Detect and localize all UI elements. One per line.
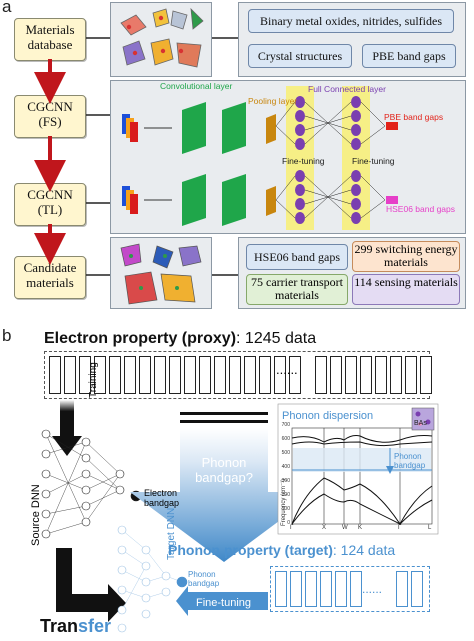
conv-layer-1-bottom — [182, 174, 206, 226]
phonon-title: Phonon property (target) — [168, 542, 333, 558]
phonon-bandgap-question: Phonon bandgap? — [195, 455, 253, 485]
conv-layer-2-bottom — [222, 174, 246, 226]
candidate-hse06: HSE06 band gaps — [246, 244, 348, 270]
phonon-bandgap-label: Phonon bandgap — [188, 570, 220, 588]
panel-b-letter: b — [2, 326, 12, 345]
crystal-structure-icons — [120, 7, 204, 68]
pool-layer-label: Pooling layer — [248, 96, 298, 106]
conv-layer-1-top — [182, 102, 206, 154]
phonon-count: : 124 data — [332, 542, 396, 558]
stack-bar-1 — [180, 412, 268, 415]
pbe-output-marker — [386, 122, 398, 130]
db-item-pbe-band-gaps: PBE band gaps — [362, 44, 456, 68]
candidate-sensing: 114 sensing materials — [352, 274, 460, 305]
pool-layer-bottom — [266, 186, 276, 216]
panel-a-letter: a — [2, 0, 12, 16]
electron-title: Electron property (proxy) — [44, 330, 237, 347]
transfer-arrow — [56, 548, 126, 622]
stack-bar-2 — [180, 420, 268, 423]
dispersion-curves — [291, 435, 433, 525]
electron-bandgap-label: Electron bandgap — [144, 488, 180, 508]
step-cgcnn-tl: CGCNN (TL) — [14, 183, 86, 226]
finetune-label-1: Fine-tuning — [282, 156, 325, 166]
crystal-images-bottom — [110, 237, 212, 309]
hse-output-marker — [386, 196, 398, 204]
pool-layer-top — [266, 114, 276, 144]
target-dnn-label: Target DNN — [166, 507, 177, 560]
dispersion-material-label: BAs — [414, 420, 427, 427]
input-channel-red-bottom — [130, 194, 138, 214]
finetune-label-2: Fine-tuning — [352, 156, 395, 166]
electron-cells-right — [315, 356, 432, 394]
db-item-crystal-structures: Crystal structures — [248, 44, 352, 68]
candidate-carrier: 75 carrier transport materials — [246, 274, 348, 305]
phonon-title-row: Phonon property (target): 124 data — [168, 542, 395, 558]
panel-a-connectors — [34, 37, 238, 276]
ellipsis-bottom: ...... — [362, 582, 383, 596]
dispersion-bandgap-band — [293, 448, 431, 472]
db-item-oxides: Binary metal oxides, nitrides, sulfides — [248, 9, 454, 33]
finetune-label: Fine-tuning — [196, 597, 252, 609]
phonon-cells-right — [396, 571, 423, 607]
target-dnn-network — [117, 525, 188, 633]
dispersion-title: Phonon dispersion — [282, 410, 374, 422]
pbe-output-label: PBE band gaps — [384, 112, 444, 122]
phonon-cells-left — [275, 571, 362, 607]
dispersion-yticks: 0 100 200 300 400 500 600 700 — [281, 422, 290, 526]
conv-layer-2-top — [222, 102, 246, 154]
transfer-label: Transfer — [40, 616, 112, 636]
source-dnn-label: Source DNN — [30, 484, 42, 546]
panel-b-diagram — [41, 400, 439, 633]
phonon-data-row — [270, 566, 430, 612]
ellipsis-top: ...... — [276, 362, 298, 377]
electron-count: : 1245 data — [236, 330, 317, 347]
conv-layer-label: Convolutional layer — [160, 81, 233, 91]
training-label: Training — [88, 362, 99, 398]
electron-cells-left — [49, 356, 301, 394]
electron-title-row: Electron property (proxy): 1245 data — [44, 330, 316, 348]
input-channel-red-top — [130, 122, 138, 142]
crystal-images-top — [110, 2, 212, 77]
dispersion-bandgap-label: Phonon bandgap — [394, 452, 426, 470]
cgcnn-network-diagram — [122, 86, 398, 230]
candidate-crystal-icons — [120, 243, 202, 305]
hse-output-label: HSE06 band gaps — [386, 204, 455, 214]
fc-layer-label: Full Connected layer — [308, 84, 386, 94]
source-dnn-network — [41, 429, 142, 539]
candidate-switching: 299 switching energy materials — [352, 241, 460, 272]
phonon-question-arrow — [130, 428, 318, 562]
step-materials-database: Materials database — [14, 18, 86, 61]
finetune-arrow — [176, 586, 268, 616]
